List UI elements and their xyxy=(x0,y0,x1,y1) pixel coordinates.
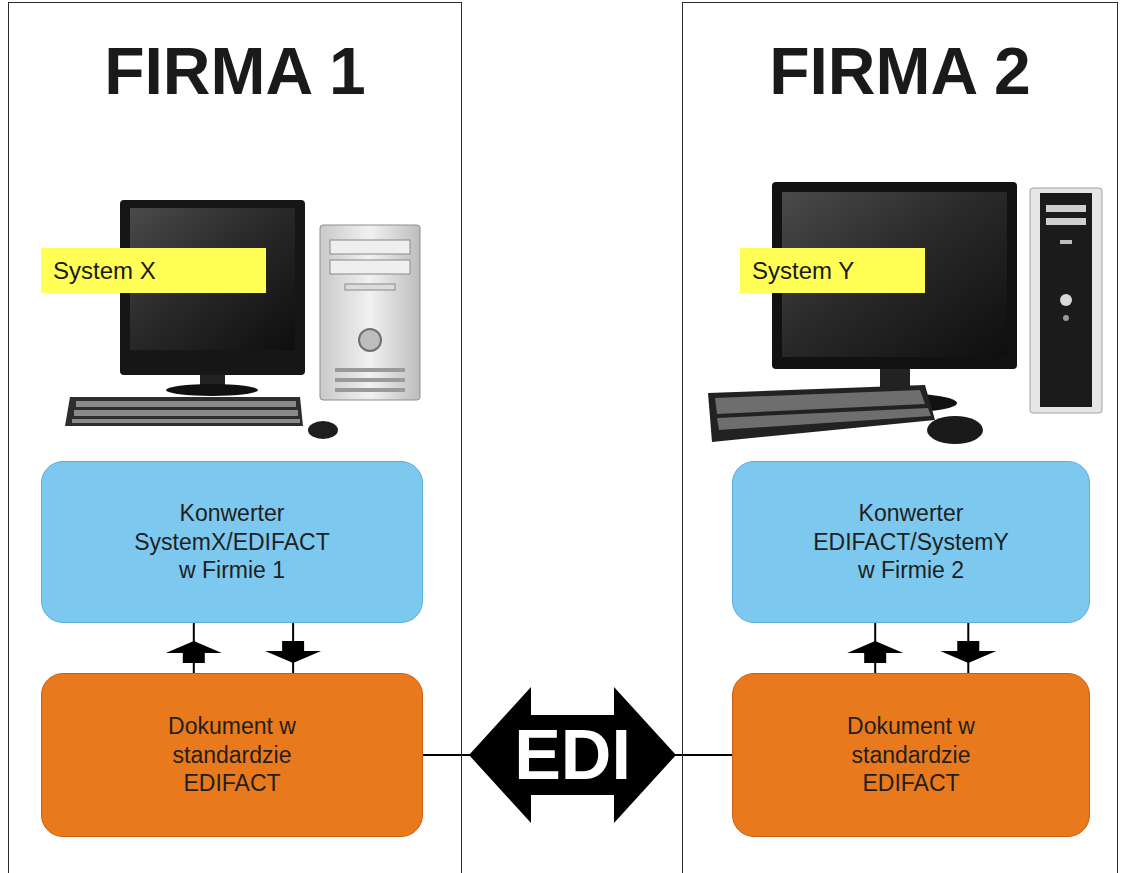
pc-tower-part xyxy=(359,329,381,351)
pc-tower-part xyxy=(330,240,410,254)
mouse-part xyxy=(927,416,983,444)
pc-tower xyxy=(320,225,420,400)
flow-arrow xyxy=(847,623,903,673)
company-panel: FIRMA 1 System X Konwerter SystemX/EDIFACT… xyxy=(8,2,462,873)
pc-tower-part xyxy=(330,260,410,274)
pc-tower-part xyxy=(1046,205,1086,212)
pc-tower-part xyxy=(345,284,395,290)
pc-tower-part xyxy=(1040,193,1092,407)
monitor-part xyxy=(782,192,1007,357)
monitor xyxy=(120,200,305,396)
keyboard-part xyxy=(74,410,298,416)
edge-label: EDI xyxy=(512,720,633,790)
document-box: Dokument w standardzie EDIFACT xyxy=(41,673,423,837)
pc-tower xyxy=(1030,188,1102,413)
pc-tower-part xyxy=(1046,218,1086,225)
pc-tower-part xyxy=(335,378,405,382)
converter-box: Konwerter SystemX/EDIFACT w Firmie 1 xyxy=(41,461,423,623)
flow-arrow xyxy=(166,623,222,673)
keyboard-part xyxy=(76,401,296,407)
system-name: System Y xyxy=(752,257,854,285)
system-name: System X xyxy=(53,257,156,285)
arrow-body xyxy=(469,687,676,823)
monitor-part xyxy=(120,200,305,375)
keyboard xyxy=(708,385,935,442)
monitor-part xyxy=(166,384,258,396)
company-panel: FIRMA 2 System Y Konwerter EDIFACT/SystemY… xyxy=(682,2,1118,873)
panel-heading: FIRMA 1 xyxy=(9,38,461,104)
panel-heading: FIRMA 2 xyxy=(683,38,1117,104)
keyboard-part xyxy=(72,419,300,423)
monitor-part xyxy=(130,208,295,350)
mouse xyxy=(308,421,338,439)
arrow-body xyxy=(265,641,321,663)
document-text: Dokument w standardzie EDIFACT xyxy=(127,712,337,798)
arrow-body xyxy=(166,641,222,663)
flow-arrow xyxy=(940,623,996,673)
pc-tower-part xyxy=(1063,315,1069,321)
arrow-body xyxy=(940,641,996,663)
pc-tower-part xyxy=(1060,294,1072,306)
monitor-part xyxy=(772,182,1017,369)
converter-box: Konwerter EDIFACT/SystemY w Firmie 2 xyxy=(732,461,1090,623)
pc-tower-part xyxy=(1030,188,1102,413)
document-box: Dokument w standardzie EDIFACT xyxy=(732,673,1090,837)
pc-tower-part xyxy=(335,388,405,392)
edi-arrow xyxy=(423,687,732,823)
converter-text: Konwerter EDIFACT/SystemY w Firmie 2 xyxy=(806,499,1016,585)
system-label: System Y xyxy=(740,248,925,293)
keyboard-part xyxy=(717,408,931,430)
keyboard xyxy=(65,397,303,426)
monitor xyxy=(772,182,1017,413)
flow-arrow xyxy=(265,623,321,673)
keyboard-part xyxy=(708,385,935,442)
arrow-body xyxy=(847,641,903,663)
mouse-part xyxy=(308,421,338,439)
pc-tower-part xyxy=(320,225,420,400)
pc-tower-part xyxy=(1060,240,1072,244)
converter-text: Konwerter SystemX/EDIFACT w Firmie 1 xyxy=(127,499,337,585)
pc-tower-part xyxy=(335,368,405,372)
mouse xyxy=(927,416,983,444)
system-label: System X xyxy=(41,248,266,293)
keyboard-part xyxy=(65,397,303,426)
document-text: Dokument w standardzie EDIFACT xyxy=(806,712,1016,798)
